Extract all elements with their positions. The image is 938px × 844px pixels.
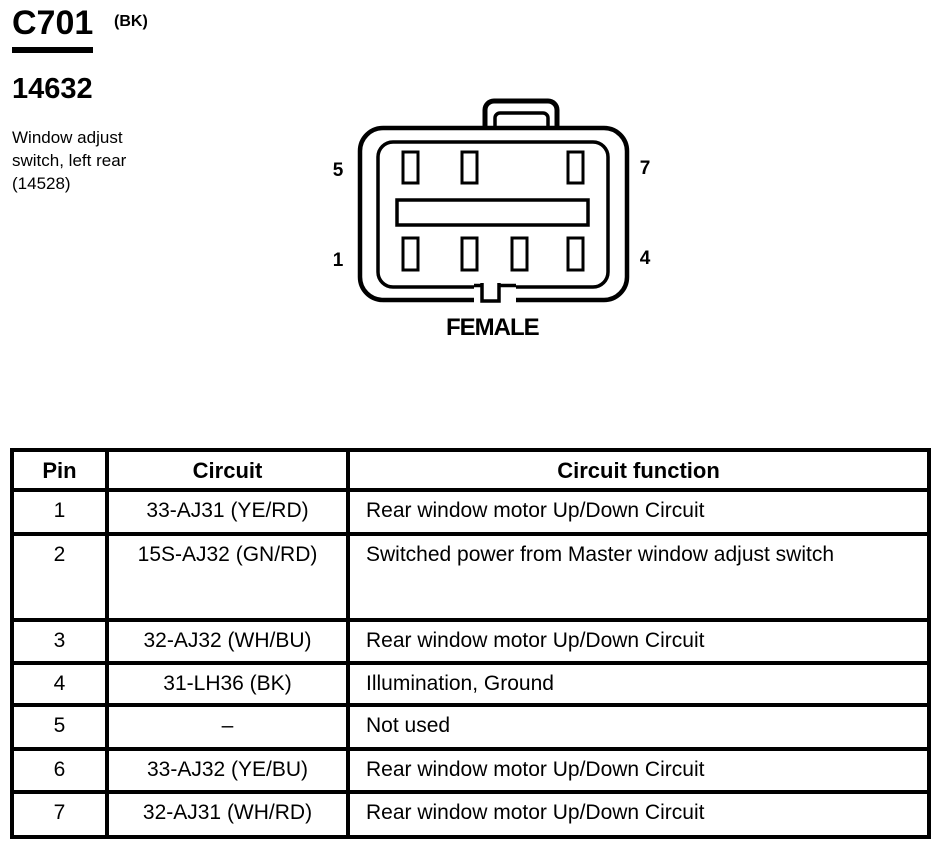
table-row: 6 33-AJ32 (YE/BU) Rear window motor Up/D…: [10, 747, 931, 794]
pin-number-7: 7: [639, 158, 651, 179]
circuit-cell: 33-AJ32 (YE/BU): [105, 747, 350, 794]
component-description: Window adjust switch, left rear (14528): [12, 128, 127, 193]
table-row: 7 32-AJ31 (WH/RD) Rear window motor Up/D…: [10, 790, 931, 839]
pin-cell: 1: [10, 488, 109, 536]
pin-slots-bottom: [401, 236, 585, 272]
table-header-row: Pin Circuit Circuit function: [10, 448, 931, 492]
table-row: 2 15S-AJ32 (GN/RD) Switched power from M…: [10, 532, 931, 622]
pin-slots-top: [401, 150, 585, 185]
pin-number-4: 4: [639, 248, 651, 269]
circuit-function-cell: Rear window motor Up/Down Circuit: [346, 790, 931, 839]
header-pin: Pin: [10, 448, 109, 492]
circuit-cell: 32-AJ31 (WH/RD): [105, 790, 350, 839]
pin-cell: 6: [10, 747, 109, 794]
pin-slot: [566, 236, 585, 272]
circuit-function-cell: Not used: [346, 703, 931, 751]
table-row: 1 33-AJ31 (YE/RD) Rear window motor Up/D…: [10, 488, 931, 536]
pin-cell: 4: [10, 661, 109, 707]
pin-slot: [566, 150, 585, 185]
connector-face-diagram: [357, 98, 630, 305]
pin-cell: 3: [10, 618, 109, 665]
part-number: 14632: [12, 73, 93, 105]
table-row: 3 32-AJ32 (WH/BU) Rear window motor Up/D…: [10, 618, 931, 665]
pin-slot: [460, 236, 479, 272]
circuit-cell: 32-AJ32 (WH/BU): [105, 618, 350, 665]
circuit-cell: 31-LH36 (BK): [105, 661, 350, 707]
connector-color-code: (BK): [114, 13, 148, 30]
table-row: 4 31-LH36 (BK) Illumination, Ground: [10, 661, 931, 707]
pin-slot: [460, 150, 479, 185]
circuit-cell: 33-AJ31 (YE/RD): [105, 488, 350, 536]
circuit-function-cell: Rear window motor Up/Down Circuit: [346, 488, 931, 536]
circuit-cell: –: [105, 703, 350, 751]
pin-cell: 2: [10, 532, 109, 622]
pin-slot: [401, 150, 420, 185]
header-circuit: Circuit: [105, 448, 350, 492]
pin-slot: [510, 236, 529, 272]
pin-cell: 7: [10, 790, 109, 839]
bottom-key-notch: [474, 277, 516, 305]
pin-number-5: 5: [332, 160, 344, 181]
connector-id: C701: [12, 6, 94, 53]
circuit-function-cell: Rear window motor Up/Down Circuit: [346, 618, 931, 665]
circuit-function-cell: Switched power from Master window adjust…: [346, 532, 931, 622]
header-circuit-function: Circuit function: [346, 448, 931, 492]
center-key-bar: [395, 198, 590, 227]
table-row: 5 – Not used: [10, 703, 931, 751]
circuit-function-cell: Rear window motor Up/Down Circuit: [346, 747, 931, 794]
circuit-function-cell: Illumination, Ground: [346, 661, 931, 707]
pin-slot: [401, 236, 420, 272]
pin-number-1: 1: [332, 250, 344, 271]
pinout-table: Pin Circuit Circuit function 1 33-AJ31 (…: [10, 448, 931, 839]
connector-gender-label: FEMALE: [446, 314, 540, 341]
pin-cell: 5: [10, 703, 109, 751]
circuit-cell: 15S-AJ32 (GN/RD): [105, 532, 350, 622]
